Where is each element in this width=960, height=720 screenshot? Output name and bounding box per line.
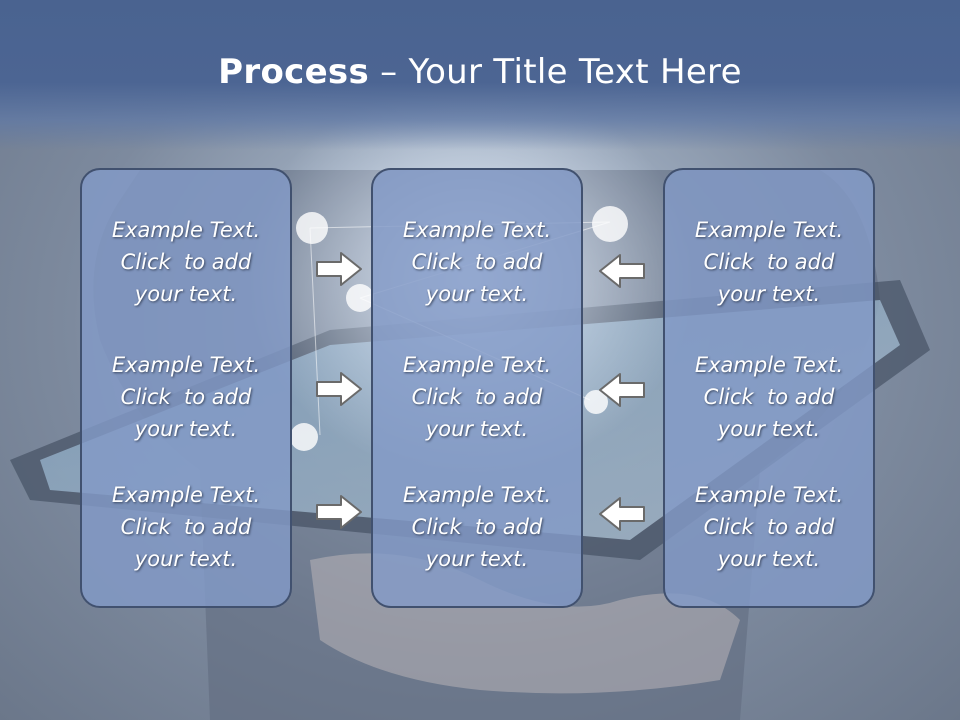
left-arrow-icon: [598, 496, 646, 532]
right-arrow-icon: [315, 494, 363, 530]
slide-title[interactable]: Process – Your Title Text Here: [0, 52, 960, 92]
left-arrow-icon: [598, 253, 646, 289]
text-item[interactable]: Example Text. Click to add your text.: [111, 483, 261, 571]
text-item[interactable]: Example Text. Click to add your text.: [694, 218, 844, 306]
process-box-right[interactable]: Example Text. Click to add your text. Ex…: [663, 168, 875, 608]
title-rest: – Your Title Text Here: [369, 52, 742, 92]
text-item[interactable]: Example Text. Click to add your text.: [402, 218, 552, 306]
title-band: [0, 0, 960, 150]
text-item[interactable]: Example Text. Click to add your text.: [694, 483, 844, 571]
text-item[interactable]: Example Text. Click to add your text.: [402, 353, 552, 441]
text-item[interactable]: Example Text. Click to add your text.: [402, 483, 552, 571]
right-arrow-icon: [315, 371, 363, 407]
text-item[interactable]: Example Text. Click to add your text.: [111, 218, 261, 306]
process-box-left[interactable]: Example Text. Click to add your text. Ex…: [80, 168, 292, 608]
left-arrow-icon: [598, 372, 646, 408]
right-arrow-icon: [315, 251, 363, 287]
text-item[interactable]: Example Text. Click to add your text.: [694, 353, 844, 441]
process-box-center[interactable]: Example Text. Click to add your text. Ex…: [371, 168, 583, 608]
text-item[interactable]: Example Text. Click to add your text.: [111, 353, 261, 441]
title-bold: Process: [218, 52, 370, 92]
